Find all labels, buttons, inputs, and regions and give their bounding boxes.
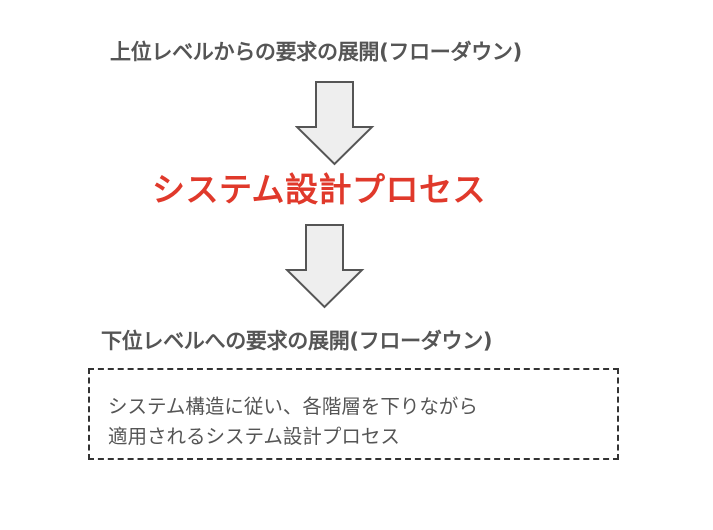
- down-arrow-icon: [285, 223, 365, 309]
- description-line: 適用されるシステム設計プロセス: [108, 425, 400, 448]
- description-line: システム構造に従い、各階層を下りながら: [108, 395, 478, 418]
- down-arrow-icon: [295, 80, 375, 166]
- description-box: システム構造に従い、各階層を下りながら 適用されるシステム設計プロセス: [88, 368, 619, 460]
- process-title: システム設計プロセス: [152, 170, 487, 209]
- bottom-heading: 下位レベルへの要求の展開(フローダウン): [101, 329, 493, 353]
- top-heading: 上位レベルからの要求の展開(フローダウン): [110, 40, 522, 64]
